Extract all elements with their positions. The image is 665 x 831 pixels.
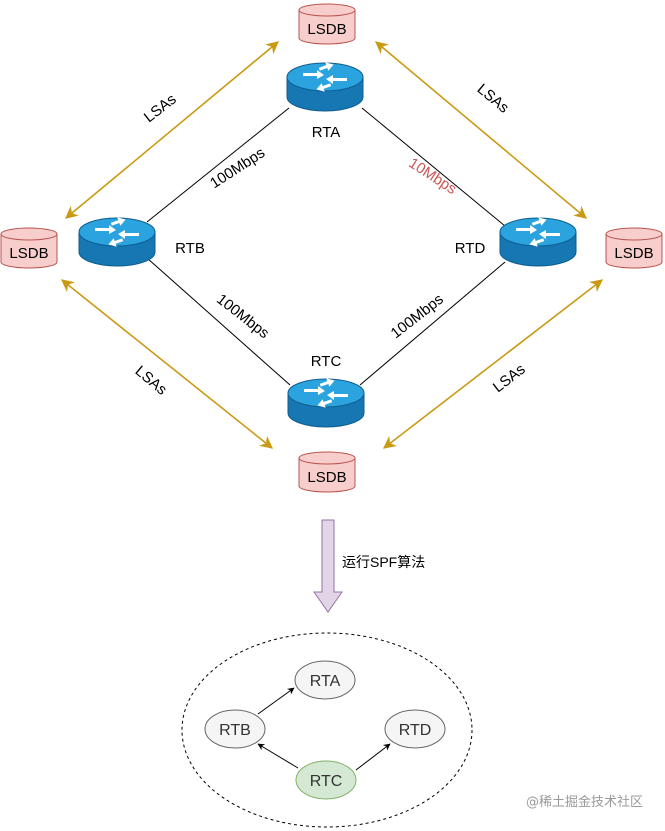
spf-node-rta: RTA [294, 660, 356, 700]
router-label-rta: RTA [312, 124, 341, 141]
router-rta [286, 59, 364, 112]
spf-tree-boundary [181, 632, 473, 828]
lsa-label-bottom-left: LSAs [132, 363, 170, 399]
link-rta-rtb [146, 107, 290, 223]
lsdb-bottom: LSDB [298, 451, 356, 493]
router-rtc [287, 375, 365, 428]
router-label-rtd: RTD [455, 240, 486, 257]
process-arrow [313, 519, 343, 613]
lsdb-left-label: LSDB [9, 245, 48, 262]
link-label-rta-rtb: 100Mbps [207, 144, 268, 192]
watermark: @稀土掘金技术社区 [526, 794, 643, 810]
link-label-rtb-rtc: 100Mbps [213, 291, 272, 342]
lsa-label-top-left: LSAs [141, 91, 180, 126]
lsa-arrow-top-right [375, 41, 587, 219]
link-rtc-rtd [359, 261, 506, 386]
process-label: 运行SPF算法 [342, 554, 425, 570]
spf-tree-edges [257, 687, 391, 771]
lsdb-left: LSDB [0, 227, 58, 269]
spf-node-rtc: RTC [295, 760, 357, 800]
spf-node-rtb: RTB [204, 709, 266, 749]
router-icon [499, 214, 577, 267]
lsdb-bottom-label: LSDB [307, 469, 346, 486]
lsdb-top: LSDB [298, 3, 356, 45]
spf-edge-rtc-rtb [257, 743, 299, 769]
router-rtb [78, 214, 156, 267]
spf-node-rta-label: RTA [310, 673, 341, 690]
router-label-rtc: RTC [311, 353, 342, 370]
link-label-rtc-rtd: 100Mbps [388, 291, 447, 342]
lsdb-right-label: LSDB [614, 245, 653, 262]
spf-node-rtd: RTD [384, 709, 446, 749]
router-icon [286, 59, 364, 112]
lsdb-top-label: LSDB [307, 21, 346, 38]
lsa-label-top-right: LSAs [474, 81, 512, 117]
lsa-arrows [61, 41, 604, 449]
spf-node-rtd-label: RTD [399, 722, 432, 739]
lsa-arrow-top-left [65, 41, 279, 219]
router-icon [287, 375, 365, 428]
spf-node-rtb-label: RTB [219, 722, 251, 739]
router-rtd [499, 214, 577, 267]
lsa-arrow-bottom-left [61, 279, 273, 449]
spf-node-rtc-label: RTC [310, 773, 343, 790]
spf-edge-rtb-rta [257, 687, 295, 715]
spf-edge-rtc-rtd [355, 743, 391, 771]
router-label-rtb: RTB [175, 240, 205, 257]
router-icon [78, 214, 156, 267]
lsdb-right: LSDB [605, 227, 663, 269]
link-label-rta-rtd: 10Mbps [405, 155, 459, 198]
lsa-label-bottom-right: LSAs [490, 361, 529, 396]
lsa-arrow-bottom-right [382, 279, 604, 449]
